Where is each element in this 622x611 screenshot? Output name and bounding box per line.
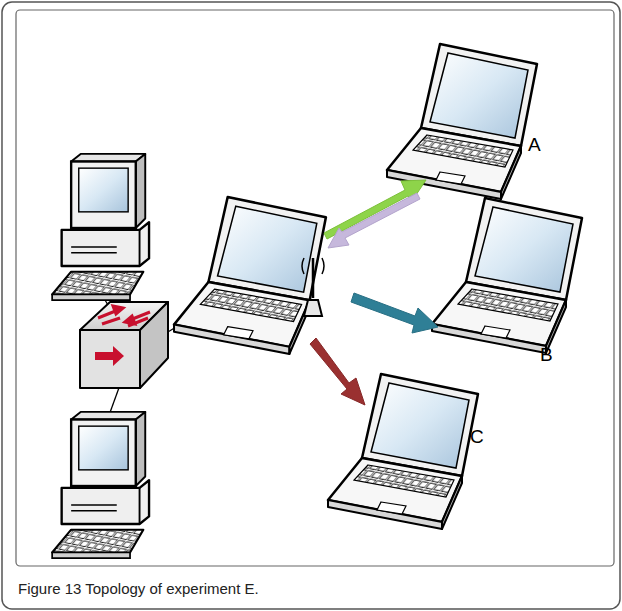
- antenna: [302, 258, 324, 316]
- downlink-arrow: [351, 293, 438, 333]
- image-frame: [16, 10, 614, 566]
- desktop-pc: [52, 412, 149, 558]
- access-point-laptop: [174, 197, 326, 354]
- device-label: B: [540, 344, 553, 366]
- traffic-arrows: [310, 180, 438, 405]
- figure-caption: Figure 13 Topology of experiment E.: [18, 580, 259, 597]
- downlink-arrow: [310, 338, 365, 405]
- uplink-arrow: [328, 193, 420, 248]
- device-label: C: [470, 426, 484, 448]
- client-laptop: [432, 198, 582, 353]
- desktop-pc: [52, 154, 149, 300]
- client-laptop: [387, 44, 537, 199]
- network-switch: [80, 302, 168, 388]
- device-label: A: [528, 134, 541, 156]
